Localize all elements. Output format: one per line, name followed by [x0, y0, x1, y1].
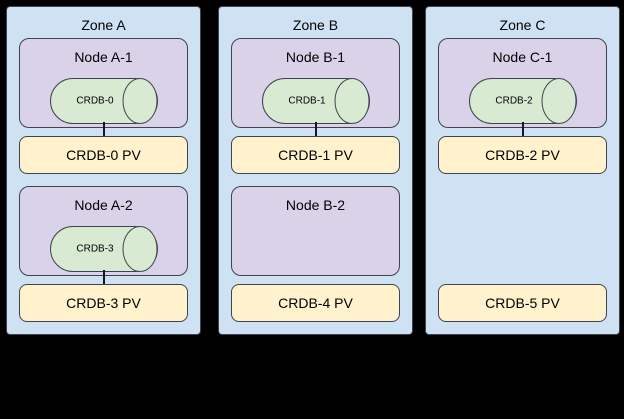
pv-crdb-2: CRDB-2 PV [438, 136, 607, 174]
zone-b-title: Zone B [292, 17, 339, 33]
zone-a: Zone A Node A-1 CRDB-0 CRDB-0 PV Node A-… [6, 6, 201, 335]
connector-line [521, 122, 524, 137]
zone-b: Zone B Node B-1 CRDB-1 CRDB-1 PV Node B-… [218, 6, 413, 335]
pv-crdb-5: CRDB-5 PV [438, 284, 607, 322]
pod-label-crdb-3: CRDB-3 [76, 244, 114, 255]
pod-cylinder-crdb-3: CRDB-3 [49, 226, 158, 272]
pv-crdb-4: CRDB-4 PV [231, 284, 400, 322]
pod-label-crdb-2: CRDB-2 [495, 96, 533, 107]
node-c-1-title: Node C-1 [492, 49, 553, 65]
pod-cylinder-crdb-0: CRDB-0 [49, 78, 158, 124]
pv-crdb-0: CRDB-0 PV [19, 136, 188, 174]
pod-label-crdb-0: CRDB-0 [76, 96, 114, 107]
node-b-1: Node B-1 CRDB-1 [231, 38, 400, 128]
zone-c: Zone C Node C-1 CRDB-2 CRDB-2 PV CRDB-5 … [425, 6, 620, 335]
pod-label-crdb-1: CRDB-1 [288, 96, 326, 107]
node-c-1: Node C-1 CRDB-2 [438, 38, 607, 128]
node-b-1-title: Node B-1 [285, 49, 346, 65]
node-b-2-title: Node B-2 [285, 197, 346, 213]
zone-a-title: Zone A [81, 17, 126, 33]
pv-crdb-1: CRDB-1 PV [231, 136, 400, 174]
node-b-2: Node B-2 [231, 186, 400, 276]
zone-c-title: Zone C [499, 17, 546, 33]
connector-line [314, 122, 317, 137]
node-a-2: Node A-2 CRDB-3 [19, 186, 188, 276]
pod-cylinder-crdb-1: CRDB-1 [261, 78, 370, 124]
connector-line [102, 270, 105, 285]
pv-crdb-3: CRDB-3 PV [19, 284, 188, 322]
node-a-1-title: Node A-1 [74, 49, 133, 65]
connector-line [102, 122, 105, 137]
node-a-2-title: Node A-2 [74, 197, 133, 213]
node-a-1: Node A-1 CRDB-0 [19, 38, 188, 128]
pod-cylinder-crdb-2: CRDB-2 [468, 78, 577, 124]
